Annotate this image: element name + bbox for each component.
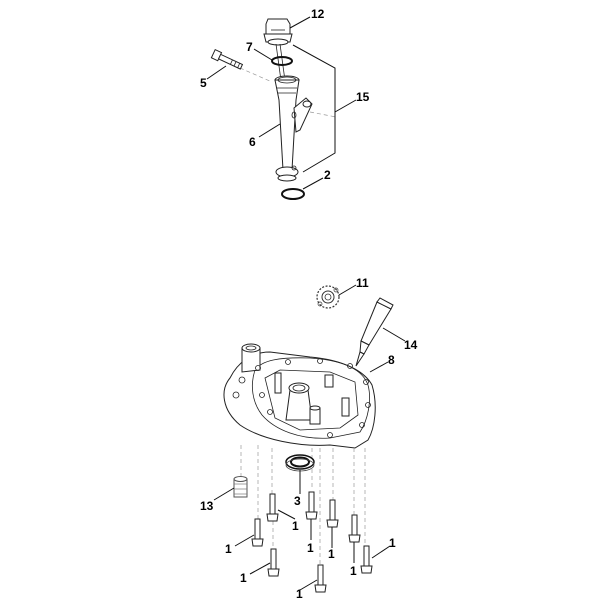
flange-bolt-a bbox=[266, 493, 279, 522]
bolt-5 bbox=[210, 48, 244, 70]
label-2: 2 bbox=[324, 168, 331, 182]
leader-7 bbox=[253, 48, 273, 61]
flange-bolt-h bbox=[314, 564, 327, 593]
label-12: 12 bbox=[311, 7, 325, 21]
sealant-tube-14 bbox=[355, 297, 394, 367]
o-ring-2 bbox=[281, 188, 305, 200]
label-1a: 1 bbox=[292, 519, 299, 533]
dowel-sleeve-13 bbox=[233, 476, 248, 498]
flange-bolt-d bbox=[251, 518, 264, 547]
flange-bolt-f bbox=[267, 548, 280, 577]
leader-1a bbox=[277, 509, 296, 520]
label-1d: 1 bbox=[225, 542, 232, 556]
flange-bolt-b bbox=[305, 491, 318, 520]
leader-1d bbox=[234, 534, 255, 547]
label-15: 15 bbox=[356, 90, 370, 104]
label-1f: 1 bbox=[240, 571, 247, 585]
leader-1g bbox=[371, 545, 391, 559]
mount-axis bbox=[309, 111, 337, 118]
label-1e: 1 bbox=[350, 564, 357, 578]
label-3: 3 bbox=[294, 494, 301, 508]
leader-2 bbox=[302, 177, 324, 190]
flange-bolt-c bbox=[326, 499, 339, 528]
leader-11 bbox=[338, 284, 357, 296]
breather-11 bbox=[316, 285, 340, 309]
oil-seal-3 bbox=[285, 454, 315, 472]
filler-tube-6 bbox=[274, 75, 313, 182]
crankcase-cover-8 bbox=[223, 343, 376, 449]
leader-5 bbox=[206, 65, 227, 80]
label-14: 14 bbox=[404, 338, 418, 352]
label-11: 11 bbox=[356, 276, 369, 290]
crankcase-group: 11 14 bbox=[200, 276, 418, 600]
label-6: 6 bbox=[249, 135, 256, 149]
leader-8 bbox=[369, 361, 389, 373]
leader-1h bbox=[299, 579, 318, 591]
label-1c: 1 bbox=[328, 547, 335, 561]
leader-12 bbox=[289, 16, 311, 29]
label-1b: 1 bbox=[307, 541, 314, 555]
label-1g: 1 bbox=[389, 536, 396, 550]
leader-1f bbox=[249, 562, 271, 575]
flange-bolt-g bbox=[360, 545, 373, 574]
o-ring-7 bbox=[271, 56, 293, 66]
label-8: 8 bbox=[388, 353, 395, 367]
leader-14 bbox=[382, 327, 406, 342]
label-1h: 1 bbox=[296, 587, 303, 600]
filler-tube-group: 15 12 7 5 bbox=[200, 7, 370, 200]
leader-6 bbox=[258, 123, 281, 138]
assembly-bracket-15 bbox=[292, 44, 336, 173]
leader-15 bbox=[334, 99, 357, 113]
flange-bolt-e bbox=[348, 514, 361, 543]
leader-13 bbox=[213, 487, 235, 501]
label-13: 13 bbox=[200, 499, 214, 513]
label-5: 5 bbox=[200, 76, 207, 90]
label-7: 7 bbox=[246, 40, 253, 54]
bolt-5-axis bbox=[239, 67, 273, 83]
